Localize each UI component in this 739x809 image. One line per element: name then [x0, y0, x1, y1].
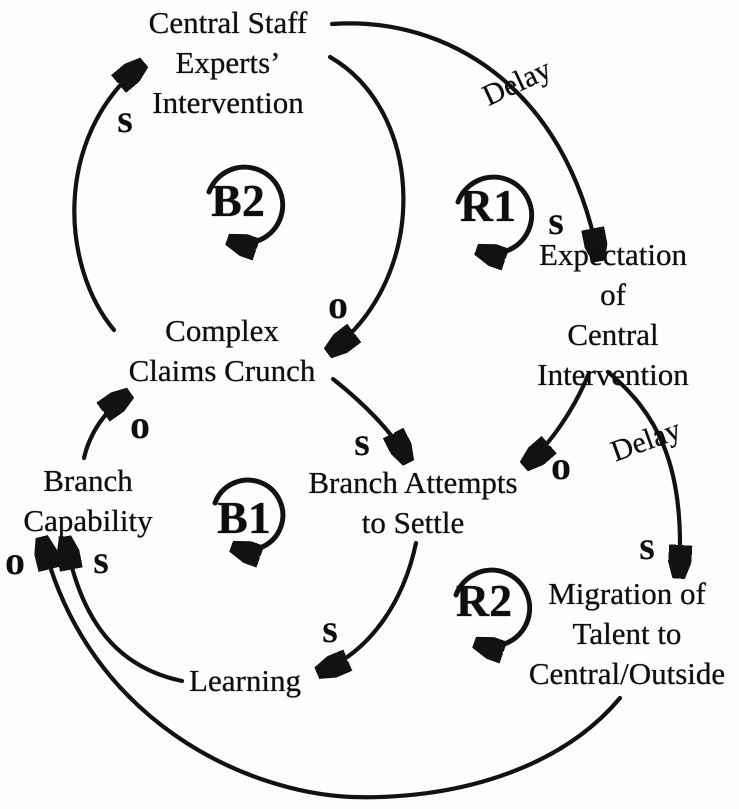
node-learning: Learning	[189, 663, 301, 699]
arrow-branch-capability-to-claims-crunch	[81, 396, 126, 461]
loop-label-b2: B2	[211, 175, 265, 226]
node-expectation-of-central-intervention: Expectation of Central Intervention	[537, 237, 689, 392]
arrow-migration-to-branch-capability	[43, 542, 623, 800]
polarity-o-migration-to-capability: o	[5, 538, 25, 583]
node-migration-of-talent: Migration of Talent to Central/Outside	[528, 576, 726, 691]
polarity-s-attempts-to-learning: s	[322, 606, 338, 651]
polarity-s-learning-to-capability: s	[93, 537, 109, 582]
node-branch-capability: Branch Capability	[23, 463, 153, 538]
polarity-o-capability-to-claims: o	[130, 402, 150, 447]
polarity-s-central-to-expectation: s	[548, 198, 564, 243]
polarity-s-expectation-to-migration: s	[639, 523, 655, 568]
loop-r1-circle-arrow	[455, 174, 535, 253]
arrow-claims-crunch-to-central-staff	[72, 66, 140, 333]
arrow-central-staff-to-expectation	[329, 21, 598, 256]
loop-label-b1: B1	[217, 492, 271, 543]
loop-label-r2: R2	[455, 575, 513, 626]
loop-b2-circle-arrow	[206, 164, 286, 243]
polarity-s-claims-to-attempts: s	[354, 419, 370, 464]
arrow-branch-attempts-to-learning	[322, 540, 419, 671]
arrow-claims-crunch-to-branch-attempts	[330, 376, 406, 458]
arrow-learning-to-branch-capability	[66, 542, 185, 684]
node-complex-claims-crunch: Complex Claims Crunch	[128, 313, 316, 388]
arrow-expectation-to-migration	[605, 369, 680, 573]
arrow-expectation-to-branch-attempts	[528, 370, 592, 463]
node-central-staff-experts-intervention: Central Staff Experts’ Intervention	[148, 5, 308, 120]
polarity-o-expectation-to-attempts: o	[551, 443, 571, 488]
arrow-central-staff-to-claims-crunch	[330, 54, 406, 350]
loop-b1-circle-arrow	[212, 477, 286, 550]
polarity-s-claims-to-central: s	[117, 96, 133, 141]
loop-label-r1: R1	[459, 180, 517, 231]
node-branch-attempts-to-settle: Branch Attempts to Settle	[308, 465, 518, 540]
loop-r2-circle-arrow	[453, 567, 533, 646]
polarity-o-central-to-claims: o	[328, 282, 348, 327]
